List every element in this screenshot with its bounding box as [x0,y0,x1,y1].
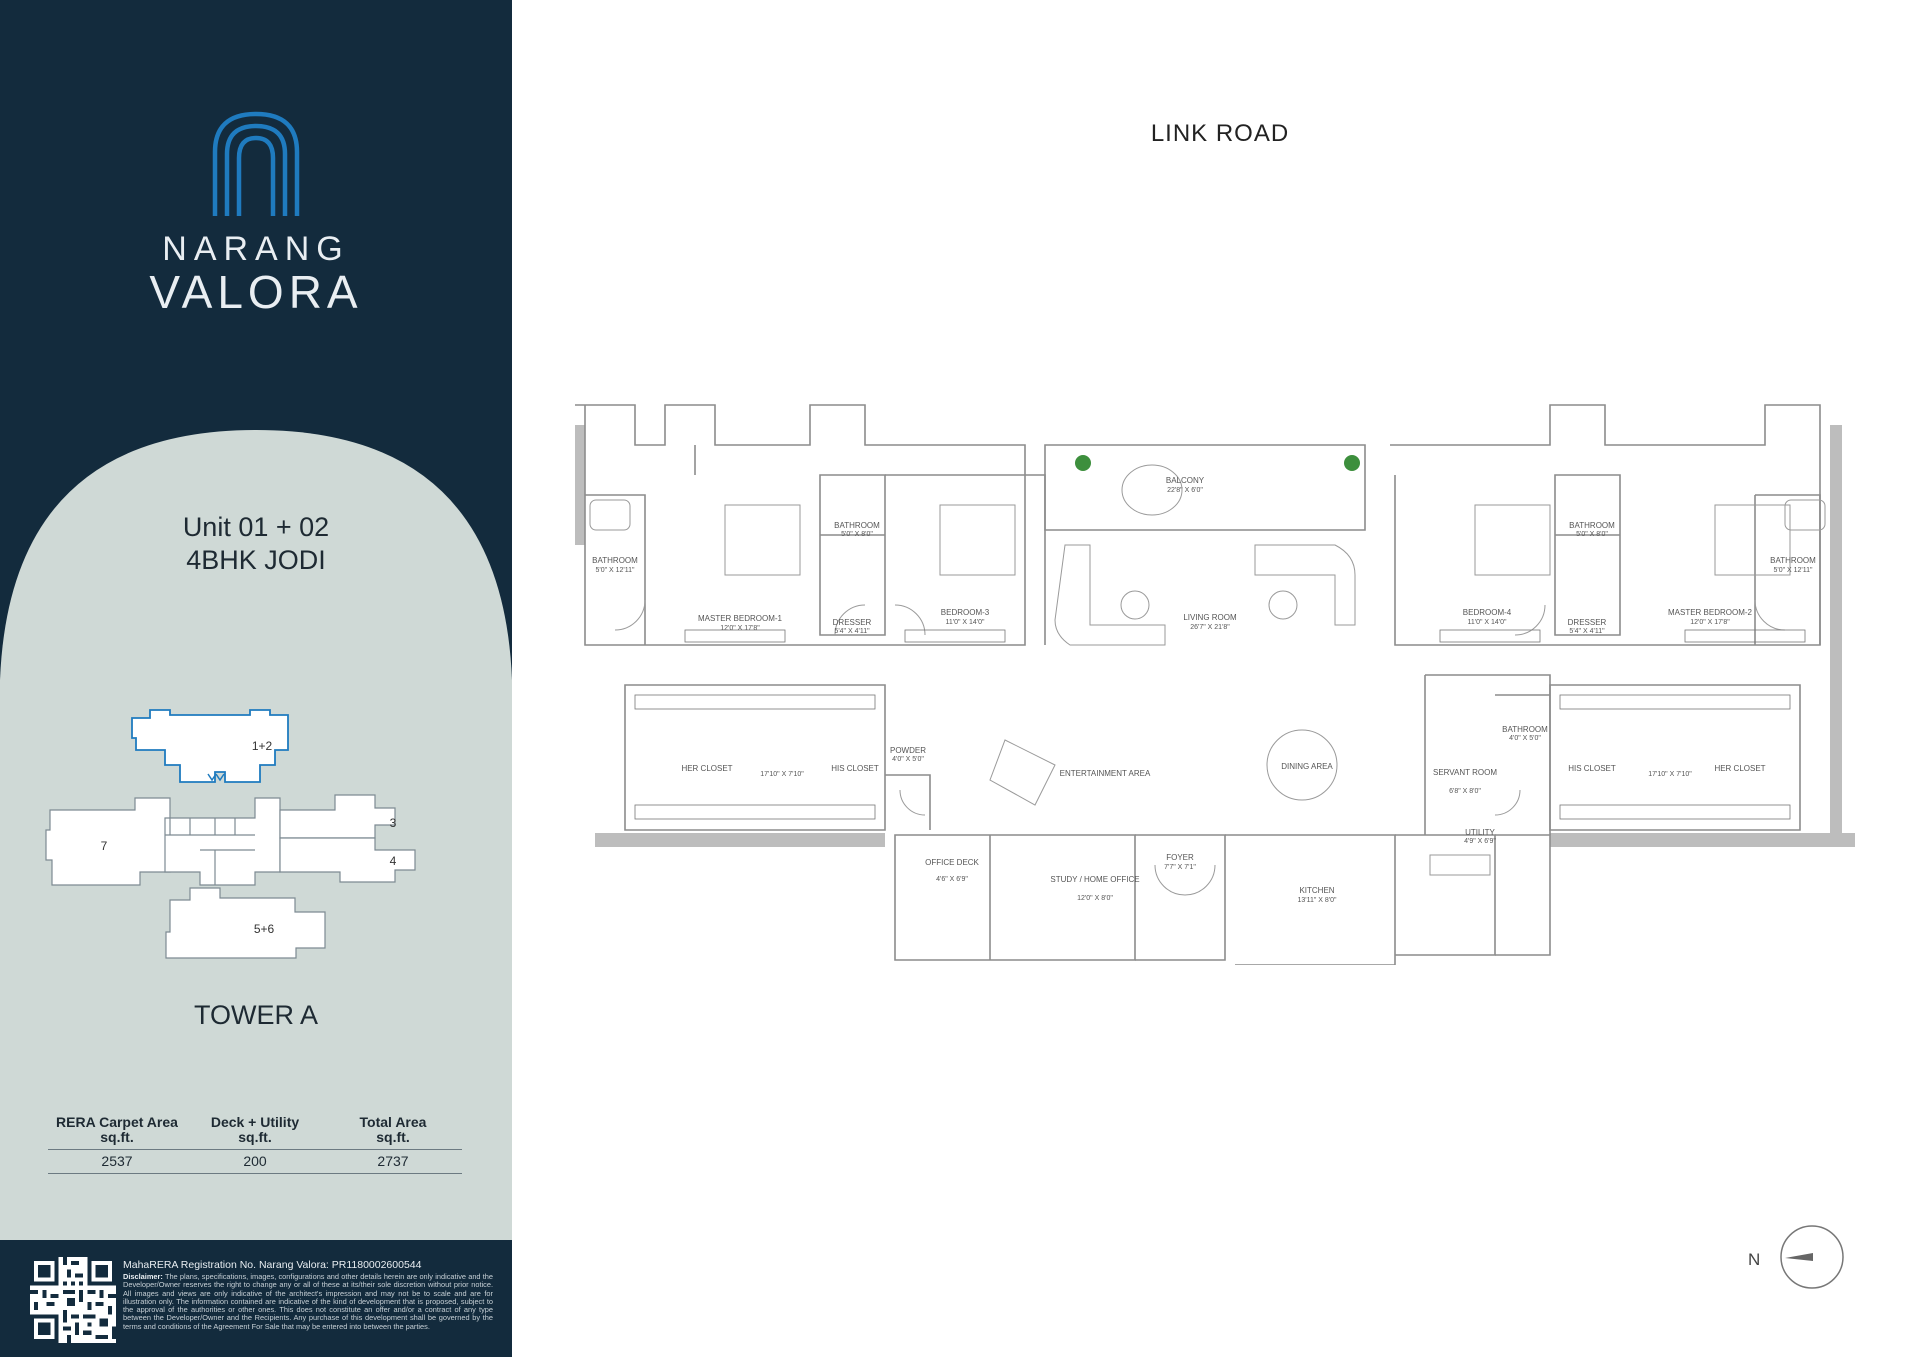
brand-name-line-1: NARANG [162,230,350,268]
room-name-dining-area: DINING AREA [1281,762,1333,771]
room-dim-dresser-left: 5'4" X 4'11" [834,628,870,635]
rera-registration: MahaRERA Registration No. Narang Valora:… [123,1259,422,1271]
north-arrow-icon [1780,1225,1844,1289]
room-dim-bathroom-right: 5'0" X 12'11" [1773,567,1813,574]
room-name-his-closet-right: HIS CLOSET [1568,764,1616,773]
key-plan-label-7: 7 [101,839,108,853]
room-dim-balcony: 22'8" X 6'0" [1167,487,1203,494]
area-header-deck: Deck + Utility sq.ft. [186,1115,324,1145]
room-dim-bedroom-4: 11'0" X 14'0" [1467,619,1507,626]
area-header-carpet-unit: sq.ft. [100,1129,134,1145]
room-dim-foyer: 7'7" X 7'1" [1164,864,1196,871]
area-table-values: 2537 200 2737 [48,1149,462,1174]
area-header-total-title: Total Area [359,1114,427,1130]
deck-utility-value: 200 [243,1153,267,1169]
room-dim-bedroom-3: 11'0" X 14'0" [945,619,985,626]
area-header-total: Total Area sq.ft. [324,1115,462,1145]
area-header-carpet: RERA Carpet Area sq.ft. [48,1115,186,1145]
walls [575,404,1821,965]
room-name-bathroom-left: BATHROOM [592,556,638,565]
room-dim-servant-room: 6'8" X 8'0" [1449,788,1481,795]
room-name-study-home-office: STUDY / HOME OFFICE [1050,875,1139,884]
wardrobe-hatching [634,629,1806,820]
room-dim-closet-right: 17'10" X 7'10" [1648,771,1692,778]
area-table-header: RERA Carpet Area sq.ft. Deck + Utility s… [48,1115,462,1145]
room-name-bedroom-3: BEDROOM-3 [941,608,990,617]
disclaimer-label: Disclaimer: [123,1272,163,1281]
room-dim-powder: 4'0" X 5'0" [892,756,924,763]
room-name-her-closet-left: HER CLOSET [681,764,732,773]
room-dim-closet-left: 17'10" X 7'10" [760,771,804,778]
room-name-servant-room: SERVANT ROOM [1433,768,1497,777]
key-plan-label-5-6: 5+6 [254,922,275,936]
unit-title: Unit 01 + 02 [182,512,330,542]
room-dim-kitchen: 13'11" X 8'0" [1297,897,1337,904]
room-labels: BALCONY 22'8" X 6'0" BATHROOM 5'0" X 12'… [592,476,1816,904]
sidebar: NARANG VALORA Unit 01 + 02 4BHK JODI [0,0,512,1357]
room-name-powder: POWDER [890,746,926,755]
room-name-dresser-right: DRESSER [1568,618,1607,627]
plant-icons [1075,455,1360,471]
key-plan-entry-icon [207,773,225,782]
room-name-bathroom-2: BATHROOM [834,521,880,530]
room-name-kitchen: KITCHEN [1299,886,1334,895]
area-header-deck-unit: sq.ft. [238,1129,272,1145]
north-label: N [1748,1250,1761,1269]
brand-name-line-2: VALORA [149,266,363,318]
room-dim-living-room: 26'7" X 21'8" [1190,624,1230,631]
room-dim-dresser-right: 5'4" X 4'11" [1569,628,1605,635]
room-dim-master-bedroom-2: 12'0" X 17'8" [1690,619,1730,626]
key-plan-label-4: 4 [390,854,397,868]
area-header-carpet-title: RERA Carpet Area [56,1114,178,1130]
carpet-area-value: 2537 [101,1153,133,1169]
unit-type: 4BHK JODI [186,545,326,575]
room-name-foyer: FOYER [1166,853,1194,862]
area-header-deck-title: Deck + Utility [210,1114,300,1130]
room-dim-utility: 4'9" X 6'9" [1464,838,1496,845]
disclaimer-body: The plans, specifications, images, confi… [123,1272,494,1331]
room-name-utility: UTILITY [1465,828,1495,837]
room-name-office-deck: OFFICE DECK [925,858,979,867]
floor-plan: BALCONY 22'8" X 6'0" BATHROOM 5'0" X 12'… [575,404,1855,965]
room-name-master-bedroom-1: MASTER BEDROOM-1 [698,614,783,623]
area-header-total-unit: sq.ft. [376,1129,410,1145]
room-dim-bathroom-2: 5'0" X 8'0" [841,531,873,538]
total-area-value: 2737 [377,1153,409,1169]
room-name-entertainment-area: ENTERTAINMENT AREA [1060,769,1151,778]
area-table: RERA Carpet Area sq.ft. Deck + Utility s… [48,1115,462,1174]
room-dim-bathroom-3: 5'0" X 8'0" [1576,531,1608,538]
footer: MahaRERA Registration No. Narang Valora:… [0,1240,512,1357]
key-plan: 1+2 3 4 7 5+6 [45,709,416,959]
disclaimer-text: Disclaimer: The plans, specifications, i… [123,1272,494,1331]
room-dim-master-bedroom-1: 12'0" X 17'8" [720,625,760,632]
furniture [589,464,1826,876]
room-name-balcony: BALCONY [1166,476,1205,485]
room-name-her-closet-right: HER CLOSET [1714,764,1765,773]
arch-logo-icon [212,111,300,216]
key-plan-label-1-2: 1+2 [252,739,273,753]
room-dim-bathroom-servant: 4'0" X 5'0" [1509,735,1541,742]
road-label: LINK ROAD [1150,120,1290,147]
room-name-dresser-left: DRESSER [833,618,872,627]
qr-code-icon[interactable] [30,1257,116,1343]
room-name-bathroom-right: BATHROOM [1770,556,1816,565]
brand-logo [0,110,512,225]
room-name-bedroom-4: BEDROOM-4 [1463,608,1512,617]
room-name-master-bedroom-2: MASTER BEDROOM-2 [1668,608,1753,617]
tower-label: TOWER A [193,1000,319,1030]
key-plan-label-3: 3 [390,816,397,830]
key-plan-blocks [45,794,416,959]
shadow-walls [575,425,1855,847]
room-dim-office-deck: 4'6" X 6'9" [936,876,968,883]
room-dim-bathroom-left: 5'0" X 12'11" [595,567,635,574]
doors [614,599,1786,896]
room-name-bathroom-3: BATHROOM [1569,521,1615,530]
room-name-living-room: LIVING ROOM [1183,613,1237,622]
room-dim-study-home-office: 12'0" X 8'0" [1077,895,1113,902]
key-plan-highlight-unit-1-2 [131,709,289,783]
room-name-his-closet-left: HIS CLOSET [831,764,879,773]
room-name-bathroom-servant: BATHROOM [1502,725,1548,734]
